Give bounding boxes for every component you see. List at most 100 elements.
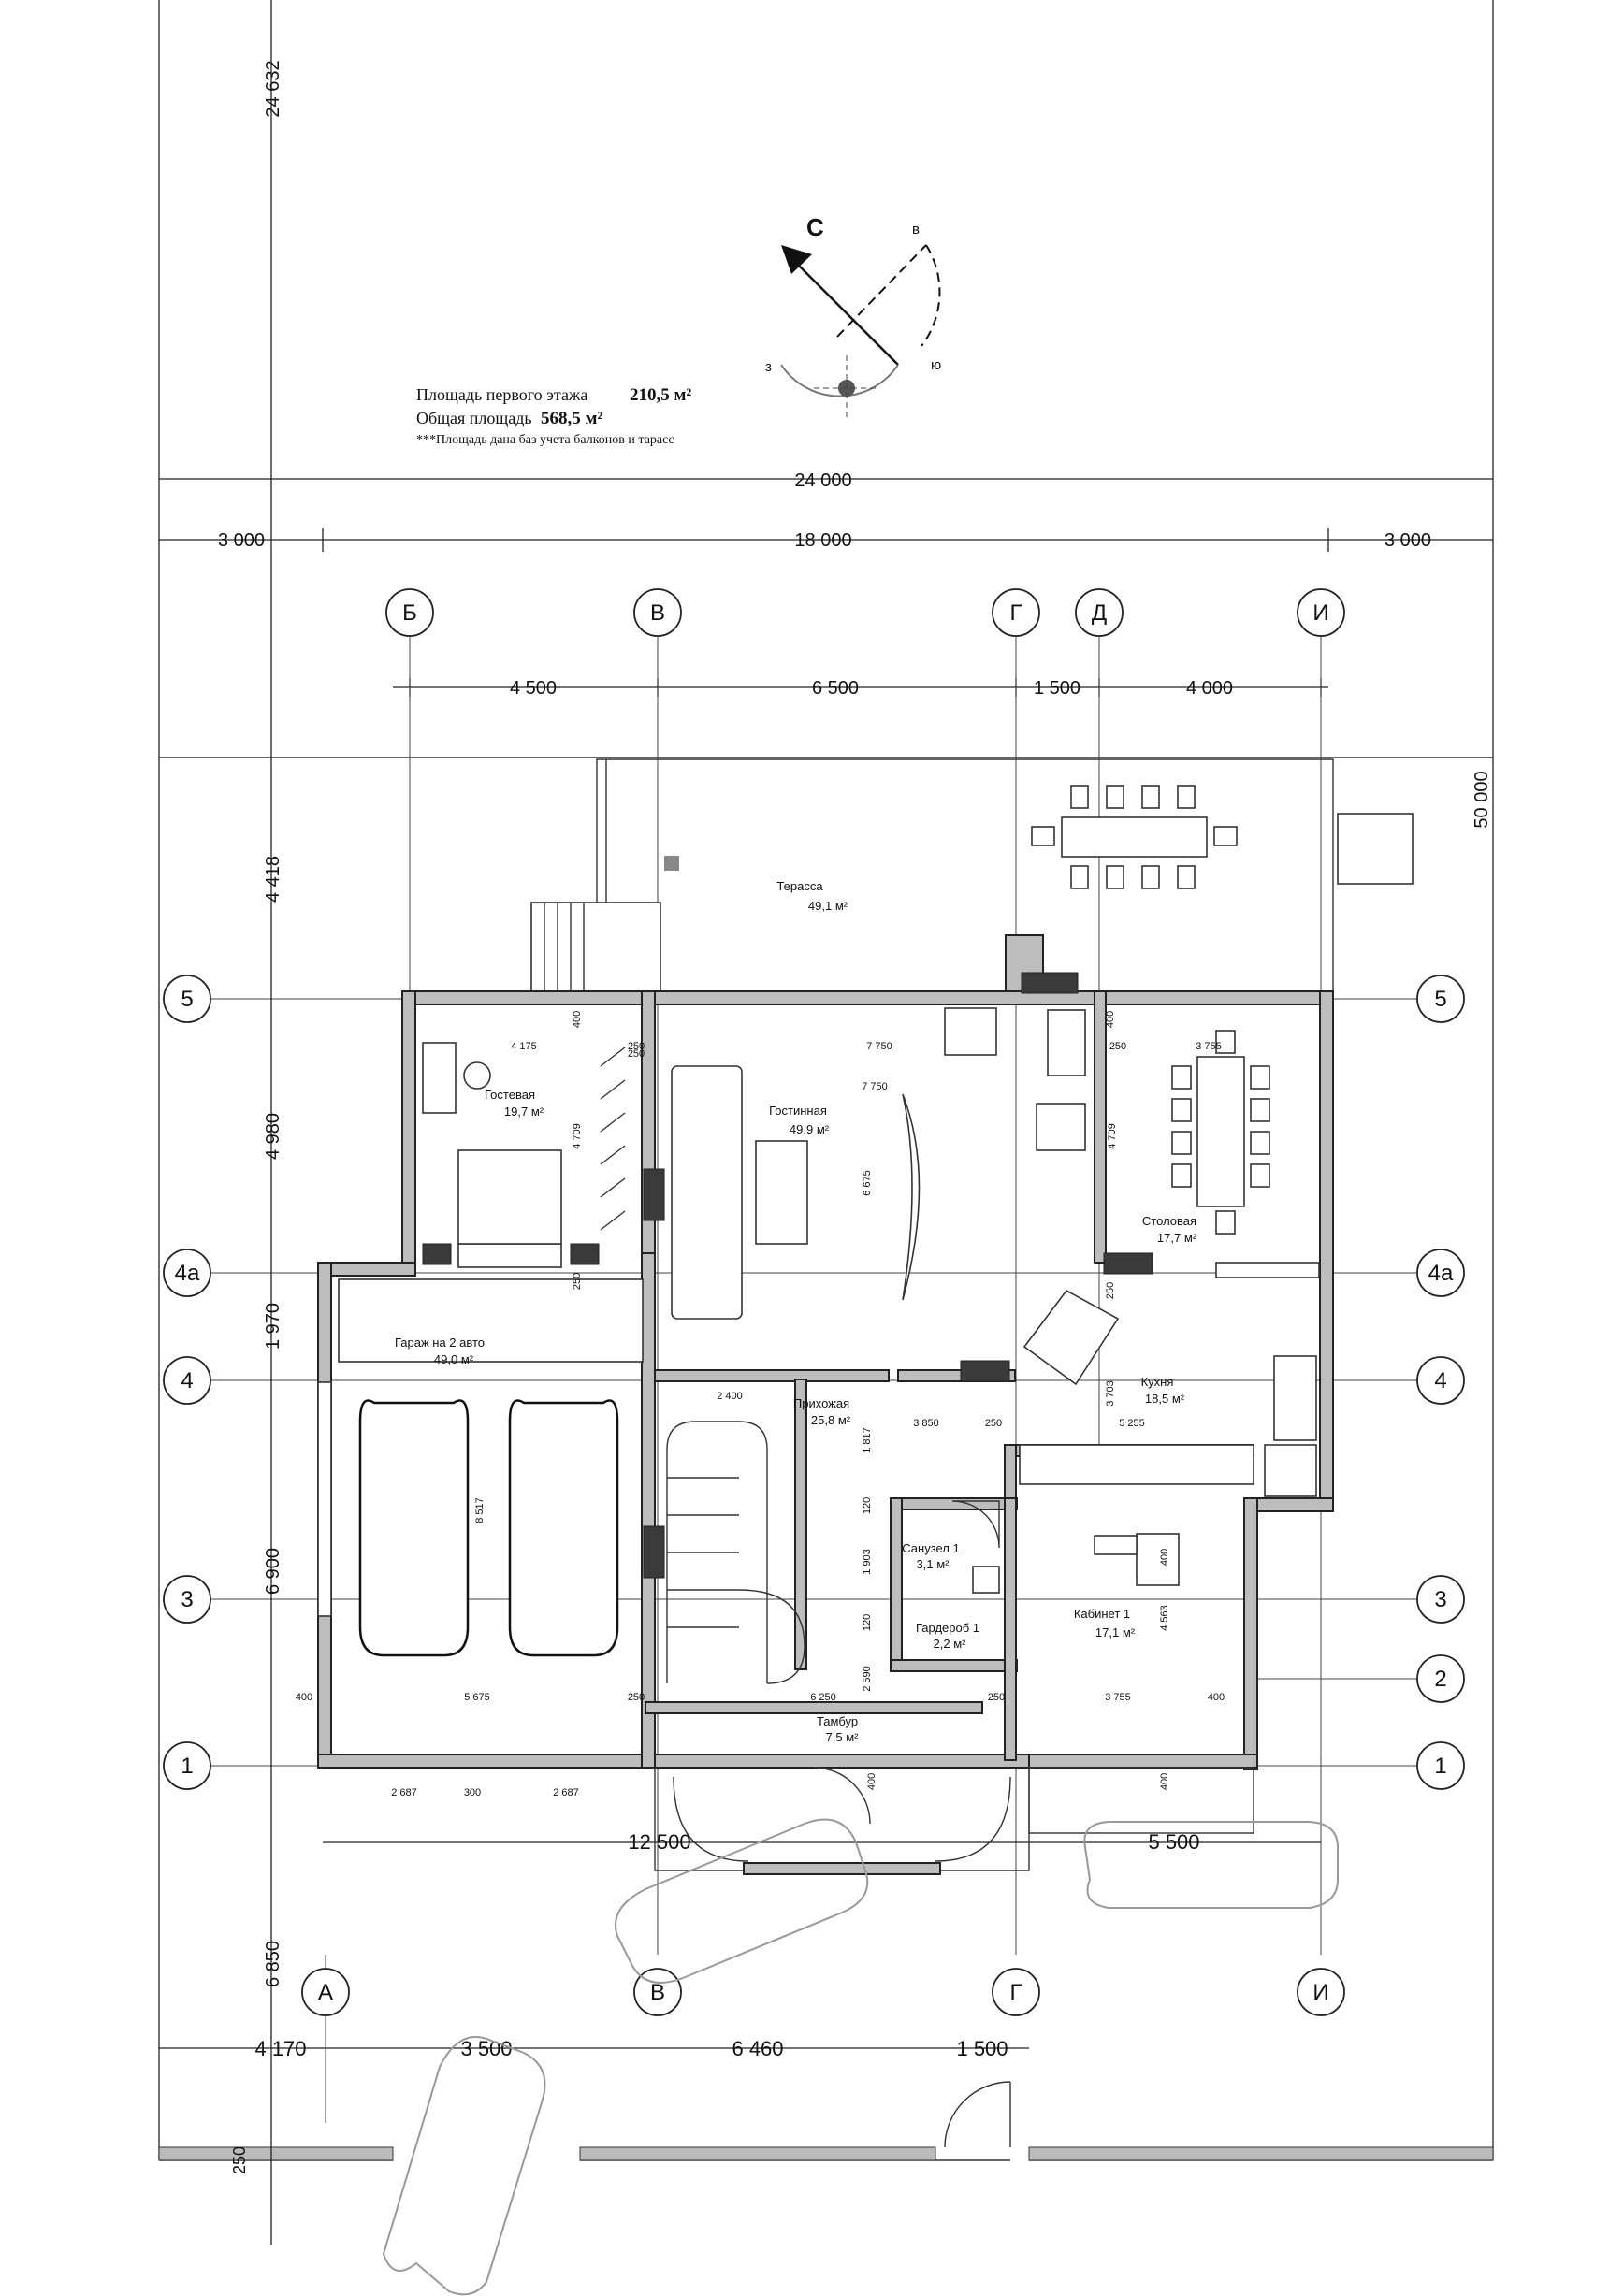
axis-bubble [1416,1356,1465,1405]
dim-interior: 2 400 [717,1391,743,1402]
compass-east-label: в [912,222,920,238]
hall: Прихожая 25,8 м² [666,1396,851,1684]
dim-interior: 400 [572,1011,583,1028]
dim-top-left: 3 000 [218,530,265,551]
dim-interior: 4 709 [572,1123,583,1149]
area-note: ***Площадь дана баз учета балконов и тар… [416,433,674,447]
dim-interior: 1 817 [862,1427,873,1453]
axis-label: Г [1010,600,1022,626]
axis-label: Г [1010,1980,1022,2005]
terrace-steps [530,902,661,992]
dining-table [1196,1056,1245,1207]
dim-interior: 250 [628,1048,645,1060]
dim-interior: 400 [1159,1549,1170,1566]
dim-top-right: 3 000 [1385,530,1431,551]
room-area-living: 49,9 м² [790,1122,830,1136]
axis-bubble [163,975,211,1023]
dim-interior: 250 [1109,1041,1126,1052]
axis-label: 4 [181,1368,193,1393]
dim-interior: 1 903 [862,1549,873,1575]
dim-interior: 400 [1105,1011,1116,1028]
axis-label: 2 [1434,1667,1446,1692]
dim-interior: 400 [1159,1773,1170,1790]
guest-room: Гостевая 19,7 м² [422,1042,626,1268]
room-name-living: Гостинная [769,1104,827,1118]
bar-counter [1215,1262,1320,1278]
stove [1273,1355,1317,1441]
axis-bubble [385,588,434,637]
ground-floor-area-value: 210,5 м² [630,385,691,405]
parked-cars [382,1818,1339,2296]
axis-bubble [163,1249,211,1297]
top-dimensions: 24 000 3 000 18 000 3 000 4 500 6 500 1 … [159,470,1493,699]
dim-left-2: 4 418 [263,856,283,903]
total-area-value: 568,5 м² [541,409,602,428]
dim-overall-width: 24 000 [794,470,851,491]
bed [457,1149,562,1245]
dim-interior: 120 [862,1614,873,1631]
sofa [671,1065,743,1320]
dim-left-7: 250 [230,2146,249,2174]
axis-label: 1 [1434,1754,1446,1779]
dim-interior: 4 563 [1159,1605,1170,1631]
axis-bubbles-bottom: А В Г И [301,1968,1345,2016]
dim-interior: 5 675 [464,1692,490,1703]
dim-interior: 250 [572,1273,583,1290]
axis-label: 3 [1434,1587,1446,1612]
dim-right-1: 50 000 [1472,771,1492,828]
study: Кабинет 1 17,1 м² [1074,1533,1180,1639]
axis-label: Б [402,600,417,626]
total-area-label: Общая площадь [416,409,532,427]
dim-interior: 400 [296,1692,312,1703]
bed-footboard [457,1243,562,1268]
left-dimensions: 24 632 4 418 4 980 1 970 6 900 6 850 250… [230,0,1492,2245]
axis-bubbles-left: 5 4а 4 3 1 [163,975,211,1790]
dim-interior: 2 687 [391,1787,417,1798]
axis-bubble [1416,1575,1465,1624]
axis-label: 5 [1434,987,1446,1012]
area-summary: Площадь первого этажа 210,5 м² Общая пло… [416,385,691,447]
dim-bottom-2: 3 500 [460,2037,512,2060]
axis-bubble [1416,1249,1465,1297]
dim-left-6: 6 850 [263,1941,283,1987]
room-area-wardrobe: 2,2 м² [934,1637,967,1651]
decorative-arc [902,1093,921,1301]
dim-interior: 250 [628,1692,645,1703]
office-chair [463,1061,491,1090]
room-name-vestibule: Тамбур [817,1714,858,1728]
terrace-table [1061,816,1208,858]
axis-bubbles-top: Б В Г Д И [385,588,1345,637]
site-boundary [158,0,1494,2161]
axis-label: В [650,600,665,626]
dim-interior: 2 590 [862,1666,873,1692]
room-area-dining: 17,7 м² [1157,1231,1197,1245]
dim-interior: 400 [1208,1692,1225,1703]
axis-bubble [163,1575,211,1624]
car-icon [508,1399,619,1657]
coffee-table [755,1140,808,1245]
dim-left-1: 24 632 [263,60,283,117]
room-area-study: 17,1 м² [1095,1625,1136,1639]
axis-label: Д [1092,600,1107,626]
room-area-vestibule: 7,5 м² [826,1730,860,1744]
car-icon [382,2036,546,2296]
axis-label: И [1312,600,1328,626]
room-name-hall: Прихожая [793,1396,849,1410]
axis-label: 4а [175,1261,200,1286]
dim-interior: 3 850 [913,1418,939,1429]
car-icon [1083,1821,1339,1909]
terrace: Терасса 49,1 м² [530,758,1414,992]
room-area-bathroom: 3,1 м² [917,1557,950,1571]
garage: Гараж на 2 авто 49,0 м² [317,1278,644,1657]
living-room: Гостинная 49,9 м² [671,1007,1120,1386]
room-area-terrace: 49,1 м² [808,899,848,913]
axis-label: В [650,1980,665,2005]
dim-interior: 250 [628,1041,645,1052]
axis-bubble [163,1356,211,1405]
dim-interior: 250 [985,1418,1002,1429]
dim-interior: 250 [1105,1282,1116,1299]
axis-label: И [1312,1980,1328,2005]
dim-interior: 3 755 [1105,1692,1131,1703]
room-area-kitchen: 18,5 м² [1145,1392,1185,1406]
kitchen-counter [1019,1444,1254,1485]
